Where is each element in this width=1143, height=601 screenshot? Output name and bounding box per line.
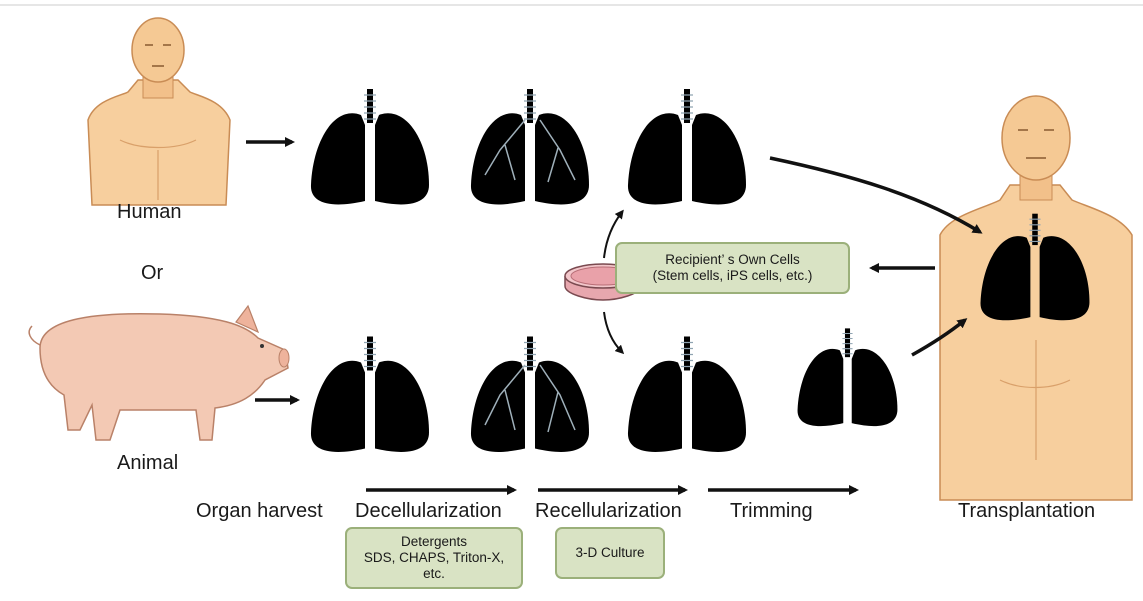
recellularized-lung-pig-icon	[628, 337, 746, 452]
step-organ-harvest: Organ harvest	[196, 500, 323, 523]
step-recellularization: Recellularization	[535, 500, 682, 523]
arrow-dish-to-lower-lung	[604, 312, 622, 352]
decellularized-lung-pig-icon	[471, 337, 589, 452]
label-animal: Animal	[117, 452, 178, 475]
trimmed-lung-icon	[798, 328, 898, 426]
native-lung-pig-icon	[311, 337, 429, 452]
box-recipient-cells-line1: Recipient’ s Own Cells	[617, 252, 848, 268]
box-3d-culture-text: 3-D Culture	[557, 545, 663, 561]
box-detergents: Detergents SDS, CHAPS, Triton-X, etc.	[345, 527, 523, 589]
box-3d-culture: 3-D Culture	[555, 527, 665, 579]
arrow-lung-to-recipient	[770, 158, 980, 232]
box-detergents-line3: etc.	[347, 566, 521, 582]
step-trimming: Trimming	[730, 500, 813, 523]
decellularized-lung-human-icon: .ld .lobe{fill:#f4f7f8;stroke:#7b8b95;st…	[471, 89, 589, 204]
step-transplantation: Transplantation	[958, 500, 1095, 523]
box-detergents-line2: SDS, CHAPS, Triton-X,	[347, 550, 521, 566]
recipient-figure-icon	[940, 96, 1132, 500]
pig-figure-icon	[29, 306, 289, 440]
box-recipient-cells-line2: (Stem cells, iPS cells, etc.)	[617, 268, 848, 284]
step-decellularization: Decellularization	[355, 500, 502, 523]
label-human: Human	[117, 201, 181, 224]
native-lung-human-icon: .ln .lobe{fill:#b8323d;stroke:#6e1b22;st…	[311, 89, 429, 204]
box-recipient-cells: Recipient’ s Own Cells (Stem cells, iPS …	[615, 242, 850, 294]
box-detergents-line1: Detergents	[347, 534, 521, 550]
recellularized-lung-human-icon: .lr .lobe{fill:#f2b4bc;stroke:#a55f69;st…	[628, 89, 746, 204]
label-or: Or	[141, 262, 163, 285]
human-figure-icon	[88, 18, 230, 205]
